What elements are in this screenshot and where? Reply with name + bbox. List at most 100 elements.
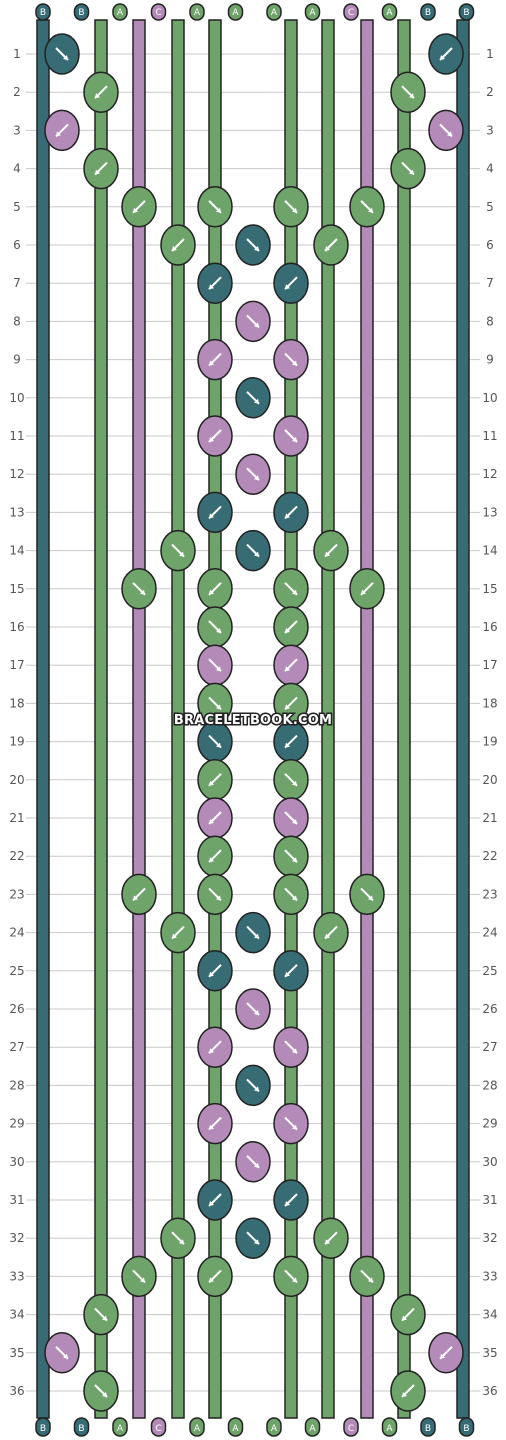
row-number-right: 24 xyxy=(482,926,497,940)
strand-letter-bottom: A xyxy=(194,1424,201,1434)
knot-arrow-head xyxy=(56,131,61,137)
row-number-right: 19 xyxy=(482,735,497,749)
knot xyxy=(273,1102,309,1145)
knot xyxy=(44,109,80,152)
knot-arrow-head xyxy=(254,1239,259,1245)
row-number-left: 3 xyxy=(13,123,21,137)
strand-line xyxy=(132,19,146,1419)
knot-arrow-head xyxy=(292,207,297,213)
row-number-right: 23 xyxy=(482,887,497,901)
row-number-right: 2 xyxy=(486,85,494,99)
knot xyxy=(197,186,233,228)
strand-letter-bottom: C xyxy=(348,1424,354,1434)
row-number-left: 2 xyxy=(13,85,21,99)
row-number-left: 17 xyxy=(9,658,24,672)
knot xyxy=(83,71,119,113)
knot xyxy=(44,1332,80,1374)
strand-letter-top: B xyxy=(425,8,431,18)
knot xyxy=(160,529,196,572)
row-number-left: 12 xyxy=(9,467,24,481)
row-number-left: 23 xyxy=(9,887,24,901)
knot xyxy=(273,1179,309,1221)
row-number-right: 3 xyxy=(486,123,494,137)
row-number-right: 34 xyxy=(482,1308,497,1322)
row-number-left: 16 xyxy=(9,620,24,634)
strand-letter-bottom: A xyxy=(271,1424,278,1434)
row-number-right: 32 xyxy=(482,1231,497,1245)
knot xyxy=(273,873,309,916)
knot-arrow-head xyxy=(133,207,138,213)
strand-letter-top: A xyxy=(232,8,239,18)
knot xyxy=(235,453,271,495)
knot-arrow-head xyxy=(140,1277,145,1283)
knot xyxy=(160,911,196,954)
row-number-left: 36 xyxy=(9,1384,24,1398)
knot-arrow-head xyxy=(285,284,290,290)
knot xyxy=(197,1026,233,1068)
knot xyxy=(428,1332,464,1374)
row-number-left: 33 xyxy=(9,1269,24,1283)
knot xyxy=(197,873,233,916)
strand-letter-top: B xyxy=(78,8,84,18)
knot xyxy=(160,1217,196,1259)
strand-cap-bottom xyxy=(343,1417,359,1437)
knot xyxy=(273,568,309,610)
strand-line xyxy=(456,19,470,1419)
knot-arrow-head xyxy=(209,1201,214,1206)
row-number-left: 28 xyxy=(9,1078,24,1092)
row-number-left: 30 xyxy=(9,1155,24,1169)
knot xyxy=(273,338,309,381)
strand-letter-bottom: A xyxy=(309,1424,316,1434)
row-number-left: 8 xyxy=(13,314,21,328)
knot-arrow-head xyxy=(102,1315,107,1321)
row-number-right: 4 xyxy=(486,162,494,176)
knot xyxy=(273,644,309,686)
knot-arrow-head xyxy=(254,246,259,251)
knot-grid xyxy=(44,33,464,1412)
knot xyxy=(390,147,426,190)
row-number-left: 27 xyxy=(9,1040,24,1054)
knot xyxy=(197,262,233,304)
strand-cap-bottom xyxy=(420,1417,436,1437)
knot-arrow-head xyxy=(368,207,373,213)
knot xyxy=(313,911,349,954)
knot-arrow-head xyxy=(102,1392,107,1397)
knot xyxy=(349,568,385,610)
knot xyxy=(235,988,271,1030)
knot-arrow-head xyxy=(254,933,259,939)
knot xyxy=(273,759,309,801)
knot-arrow-head xyxy=(285,513,290,519)
knot-arrow-head xyxy=(325,933,330,939)
strand-letter-bottom: C xyxy=(155,1424,161,1434)
row-number-right: 7 xyxy=(486,276,494,290)
strand-cap-top xyxy=(150,3,167,21)
knot xyxy=(197,1102,233,1145)
row-number-right: 21 xyxy=(482,811,497,825)
knot-arrow-head xyxy=(285,704,290,710)
knot xyxy=(83,147,119,190)
knot-arrow-head xyxy=(254,1162,259,1168)
row-number-right: 20 xyxy=(482,773,497,787)
knot-arrow-head xyxy=(368,1277,373,1283)
strand-letter-top: A xyxy=(117,8,124,18)
knot xyxy=(197,606,233,648)
row-number-right: 8 xyxy=(486,314,494,328)
knot xyxy=(235,300,271,343)
knot xyxy=(235,224,271,266)
knot xyxy=(273,1255,309,1298)
strand-line xyxy=(36,19,50,1419)
strand-letter-top: A xyxy=(386,8,393,18)
knot xyxy=(273,835,309,877)
knot xyxy=(235,377,271,419)
strand-cap-top xyxy=(266,3,282,21)
knot-arrow-head xyxy=(209,589,214,595)
knot-arrow-head xyxy=(209,857,214,863)
row-labels-left: 1234567891011121314151617181920212223242… xyxy=(9,47,24,1398)
knot-arrow-head xyxy=(440,55,445,60)
row-number-right: 14 xyxy=(482,544,497,558)
strand-cap-top xyxy=(304,3,321,21)
knot-arrow-head xyxy=(292,437,297,442)
knot xyxy=(235,1217,271,1259)
